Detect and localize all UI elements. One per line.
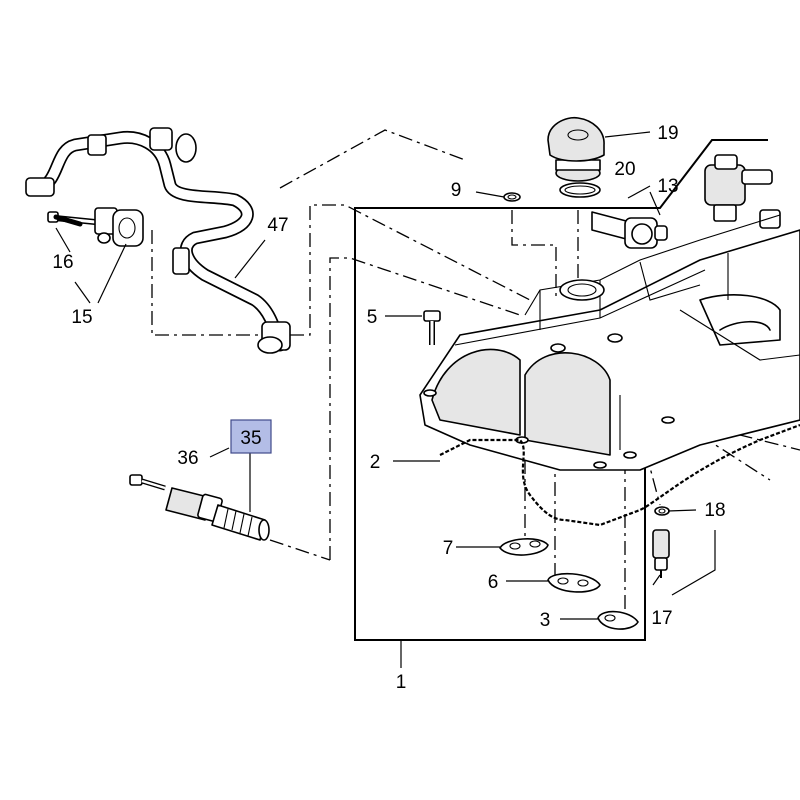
solenoid-screw <box>129 474 166 491</box>
sensor-washer <box>654 506 670 516</box>
washer <box>503 192 521 202</box>
callout-18: 18 <box>704 500 725 521</box>
cover-gasket <box>439 423 800 527</box>
callout-17: 17 <box>651 608 672 629</box>
callout-13: 13 <box>657 176 678 197</box>
callout-1: 1 <box>396 672 407 693</box>
callout-20: 20 <box>614 159 635 180</box>
seal-3 <box>597 610 639 630</box>
oil-control-solenoid <box>165 487 270 541</box>
callout-7: 7 <box>443 538 454 559</box>
callout-3: 3 <box>540 610 551 631</box>
breather-hose <box>25 127 291 354</box>
cover-assembly-frame <box>354 139 768 641</box>
seal-6 <box>547 572 601 593</box>
callout-labels: 1 2 3 5 6 7 9 13 15 16 17 18 19 20 35 36… <box>52 123 725 693</box>
callout-36: 36 <box>177 448 198 469</box>
pcv-valve <box>54 207 144 247</box>
leader-lines <box>55 131 716 668</box>
callout-15: 15 <box>71 307 92 328</box>
camshaft-sensor <box>591 211 668 249</box>
highlight-box-35 <box>230 419 272 454</box>
callout-35: 35 <box>240 428 261 449</box>
callout-2: 2 <box>370 452 381 473</box>
callout-6: 6 <box>488 572 499 593</box>
oil-pressure-sensor <box>652 529 670 578</box>
camshaft-cover <box>419 214 800 471</box>
spark-plug-tube-seal-7 <box>499 538 549 556</box>
callout-19: 19 <box>657 123 678 144</box>
oil-filler-cap <box>547 116 605 182</box>
upper-sensor <box>704 154 781 229</box>
callout-16: 16 <box>52 252 73 273</box>
callout-5: 5 <box>367 307 378 328</box>
callout-9: 9 <box>451 180 462 201</box>
callout-47: 47 <box>267 215 288 236</box>
filler-cap-seal <box>559 182 601 198</box>
cover-bolt <box>423 310 441 345</box>
pcv-screw <box>47 211 83 227</box>
